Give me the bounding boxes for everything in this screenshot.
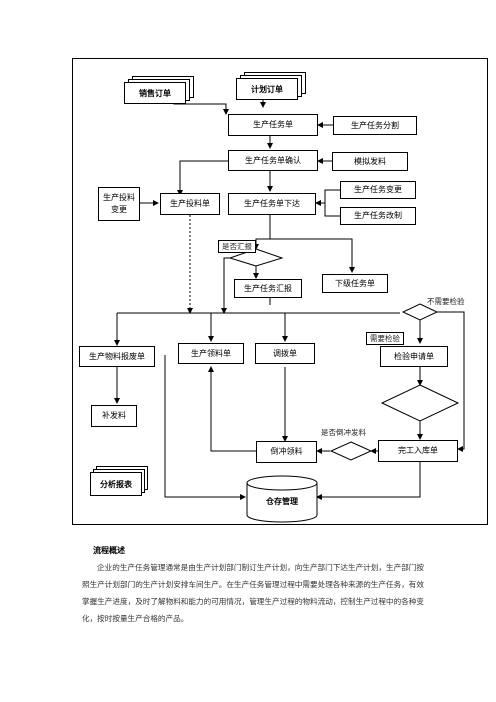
transfer-box: 调拨单 [255,343,315,364]
arrow-finish-to-warehouse [316,462,421,500]
analysis-report-doc: 分析报表 [90,466,150,496]
task-modify-box: 生产任务改制 [340,207,416,225]
feed-order-box: 生产投料单 [160,193,220,215]
diagram-frame [72,58,488,525]
simulate-issue-box: 模拟发料 [332,152,408,171]
overview-paragraph: 企业的生产任务管理通常是由生产计划部门制订生产计划，向生产部门下达生产计划，生产… [82,563,424,623]
label-whether-backflush: 是否倒冲发料 [321,428,366,437]
arrow-confirm-to-feed [177,160,228,196]
backflush-pick-box: 倒冲领料 [256,441,317,463]
line-change-modify [324,189,340,217]
decision-inspect [401,303,439,321]
analysis-report-label: 分析报表 [90,472,142,496]
arrow-no-inspect [437,311,465,452]
task-confirm-box: 生产任务单确认 [228,150,318,171]
pick-box: 生产领料单 [178,343,244,364]
label-no-inspect: 不需要检验 [427,297,465,306]
task-report-box: 生产任务汇报 [234,279,302,298]
sales-order-label: 销售订单 [124,82,186,104]
warehouse-label: 仓存管理 [266,497,298,506]
decision-report [228,248,284,267]
task-issue-box: 生产任务单下达 [228,193,316,215]
decision-backflush [329,441,373,461]
task-split-box: 生产任务分割 [333,116,417,135]
label-need-inspect: 需要检验 [366,332,404,345]
warehouse-cylinder [246,475,318,523]
replenish-box: 补发料 [91,405,137,427]
plan-order-label: 计划订单 [236,78,298,100]
task-order-box: 生产任务单 [228,114,318,136]
sales-order-doc: 销售订单 [124,76,196,104]
section-heading: 流程概述 [93,545,125,555]
plan-order-doc: 计划订单 [236,72,308,100]
line-issue-to-decision [253,215,271,250]
arrow-backflush-to-pick [208,366,256,452]
task-change-box: 生产任务变更 [340,181,416,199]
label-whether-report: 是否汇报 [218,240,256,253]
scrap-box: 生产物料报废单 [79,346,155,367]
arrow-left-to-warehouse [164,355,246,500]
inspect-request-box: 检验申请单 [380,346,448,367]
decision-quality [380,384,460,422]
arrow-to-subtask [270,238,355,273]
finish-in-box: 完工入库单 [378,440,458,462]
feed-change-box: 生产投料变更 [98,187,140,221]
sub-task-box: 下级任务单 [322,274,388,293]
